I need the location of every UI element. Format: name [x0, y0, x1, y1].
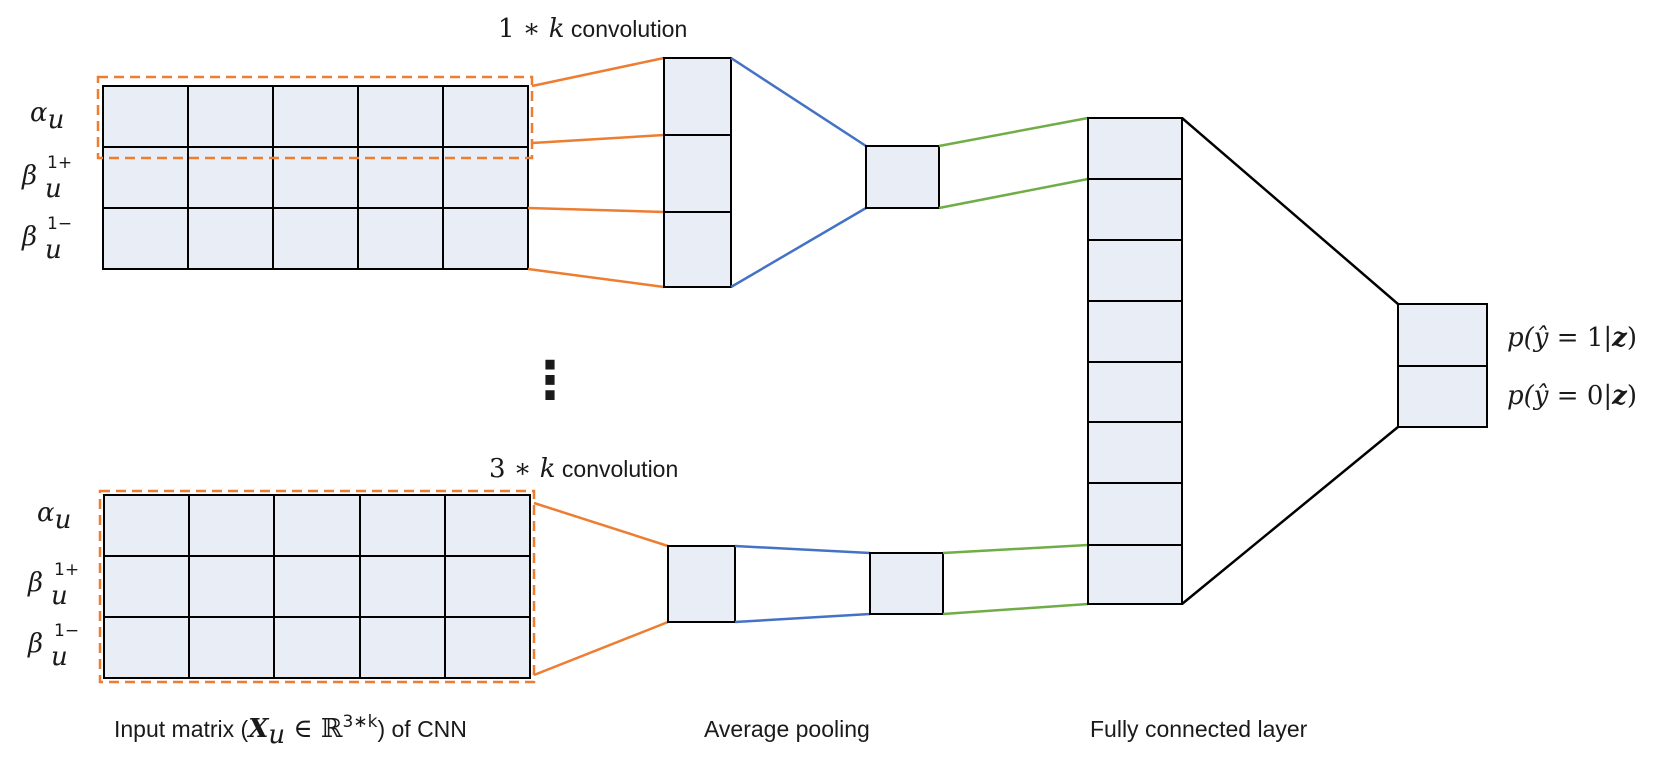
caption-fully-connected: Fully connected layer — [1090, 716, 1308, 742]
top-orange-connectors — [527, 56, 665, 289]
bottom-matrix-fill — [103, 494, 531, 679]
bottom-matrix-gridlines — [104, 495, 530, 678]
top-label-beta-minus-sub: u — [45, 235, 62, 265]
bottom-label-beta-minus: β — [27, 629, 43, 659]
top-row-labels: αu β u 1+ β u 1− — [21, 98, 72, 265]
top-matrix-gridlines — [103, 86, 528, 269]
bottom-conv-window-dashed — [98, 489, 536, 684]
top-conv-window-dashed — [96, 75, 534, 160]
top-conv-output — [663, 57, 732, 288]
output-connectors — [1181, 117, 1399, 605]
top-label-beta-plus: β — [21, 161, 37, 191]
top-label-beta-plus-sup: 1+ — [47, 153, 72, 173]
bottom-label-beta-minus-sub: u — [51, 642, 68, 672]
bottom-pooling-cell — [869, 552, 944, 615]
ellipsis-vertical: ⋮ — [524, 351, 576, 411]
conv-top-label: 1 ∗ k convolution — [498, 14, 687, 44]
top-label-beta-plus-sub: u — [45, 174, 62, 204]
bottom-row-labels: αu β u 1+ β u 1− — [27, 498, 79, 672]
caption-average-pooling: Average pooling — [704, 716, 870, 742]
bottom-label-beta-plus-sub: u — [51, 581, 68, 611]
bottom-blue-connectors — [734, 544, 871, 624]
top-label-beta-minus: β — [21, 222, 37, 252]
bottom-orange-connectors — [533, 501, 669, 677]
top-matrix-fill — [102, 85, 529, 270]
bottom-input-matrix — [98, 489, 536, 684]
caption-input-matrix: Input matrix (Xu ∈ ℝ3∗k) of CNN — [114, 712, 467, 750]
fully-connected-column — [1087, 117, 1183, 605]
output-layer — [1397, 303, 1488, 428]
bottom-label-beta-plus-sup: 1+ — [54, 560, 79, 580]
bottom-label-beta-plus: β — [27, 568, 43, 598]
bottom-label-beta-minus-sup: 1− — [54, 621, 79, 641]
bottom-green-connectors — [942, 543, 1089, 616]
top-input-matrix — [96, 75, 534, 270]
top-blue-connectors — [730, 56, 867, 289]
bottom-label-alpha: αu — [37, 498, 71, 535]
bottom-conv-output — [667, 545, 736, 623]
top-green-connectors — [938, 116, 1089, 210]
top-label-beta-minus-sup: 1− — [47, 214, 72, 234]
output-label-y1: p(ŷ = 1|z) — [1507, 323, 1637, 353]
top-label-alpha: αu — [30, 98, 64, 135]
output-label-y0: p(ŷ = 0|z) — [1507, 381, 1637, 411]
conv-bottom-label: 3 ∗ k convolution — [489, 454, 678, 484]
top-pooling-cell — [865, 145, 940, 209]
